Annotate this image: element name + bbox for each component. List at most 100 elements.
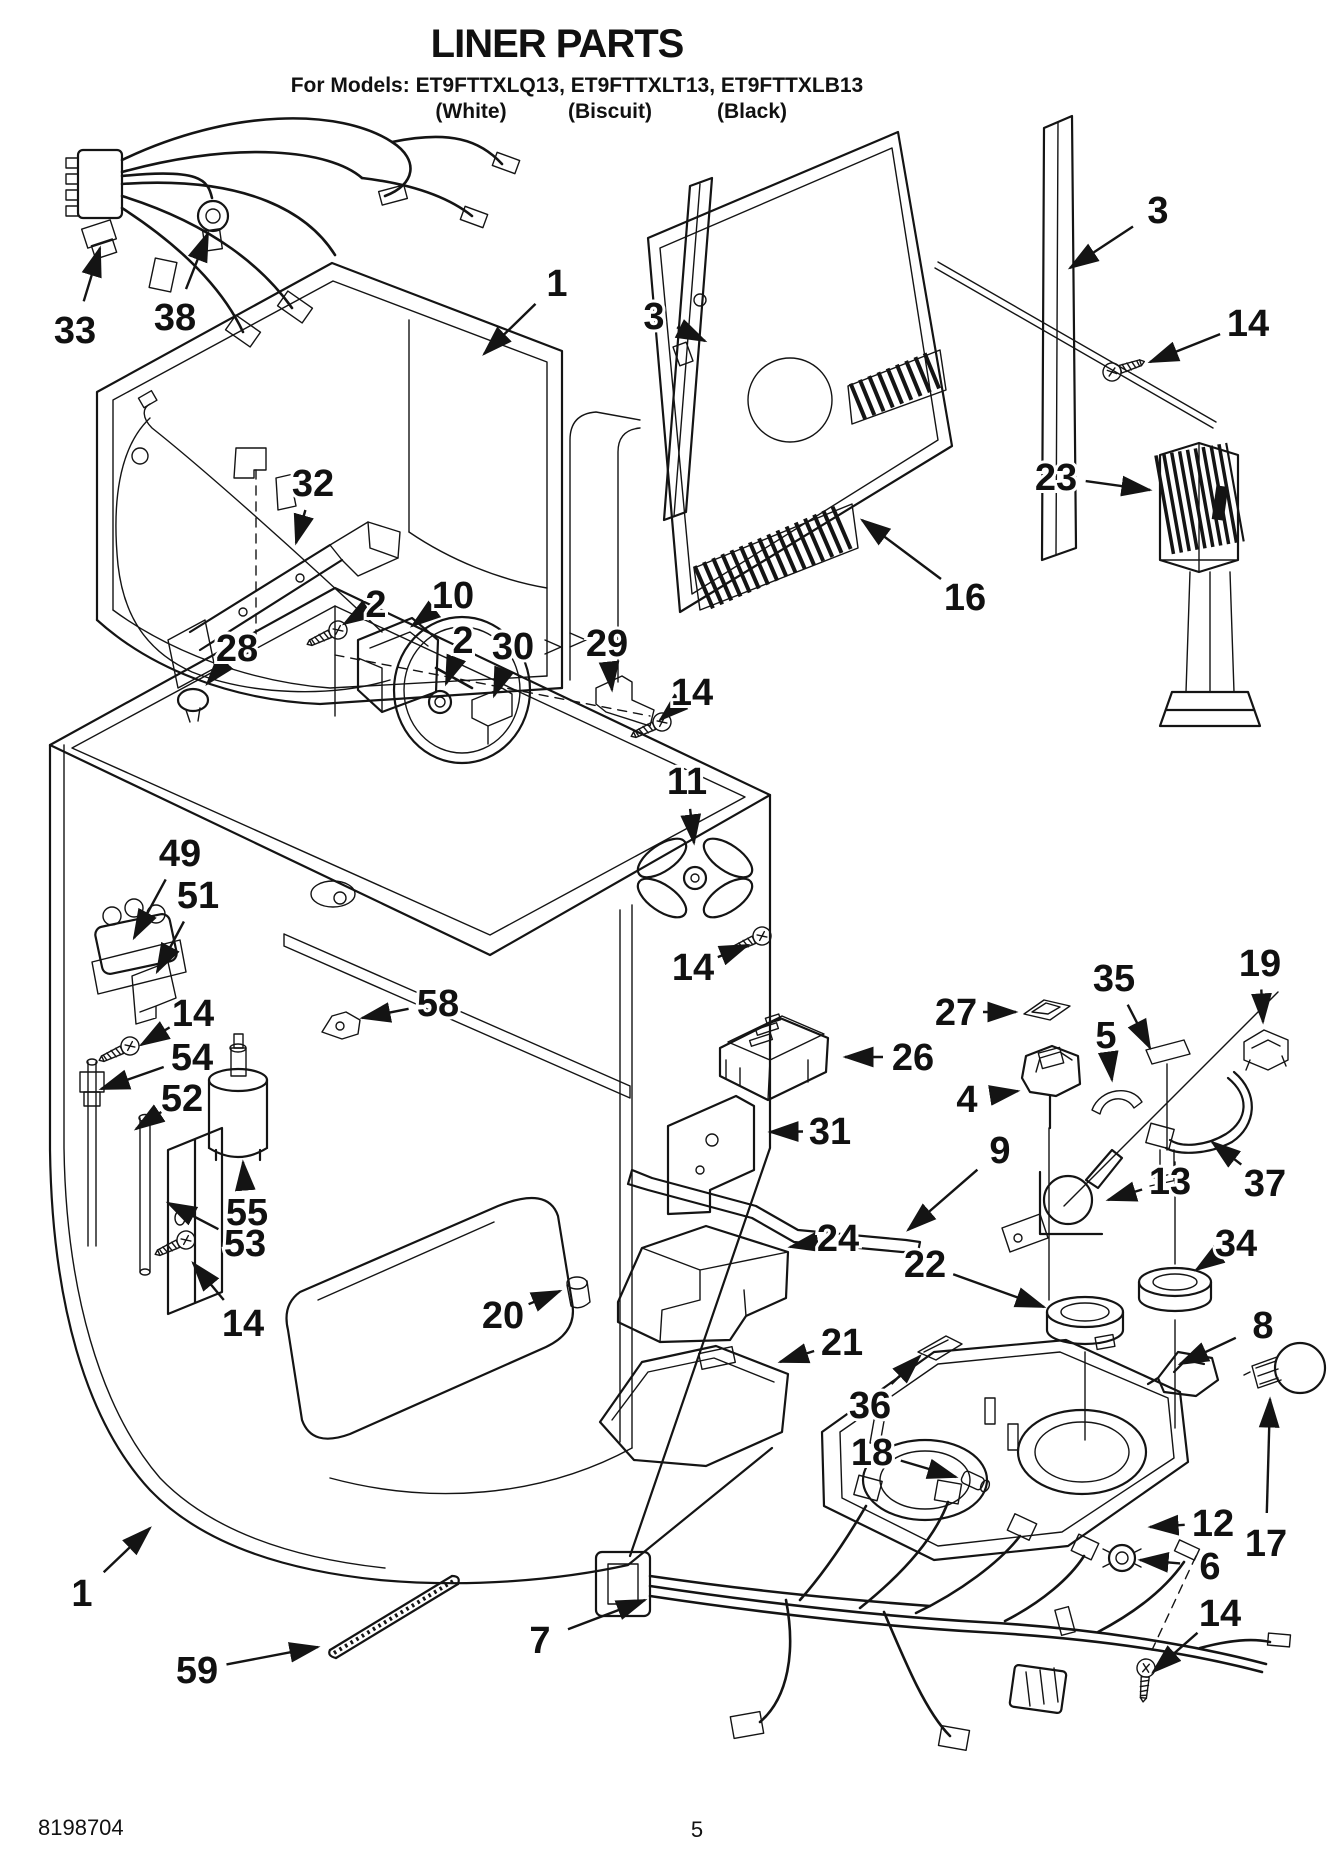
left-column-parts-drawing-shape: [139, 1268, 151, 1276]
basin-drawing: [820, 1333, 1190, 1704]
callout-label: 36: [849, 1385, 891, 1427]
basin-drawing-shape: [1133, 1657, 1157, 1704]
lower-liner-drawing-shape: [285, 1196, 575, 1440]
lower-liner-drawing-shape: [333, 891, 347, 905]
callout-label: 3: [1147, 190, 1168, 232]
lamp-parts-drawing-shape: [1137, 1280, 1213, 1313]
callout-23: 23: [1032, 454, 1153, 502]
upper-liner-drawing-shape: [275, 471, 309, 511]
lamp-parts-drawing-shape: [1013, 1233, 1023, 1243]
left-column-parts-drawing-shape: [229, 1043, 247, 1053]
callout-label: 14: [672, 947, 714, 989]
callout-label: 28: [216, 628, 258, 670]
callout-label: 35: [1093, 958, 1135, 1000]
callout-label: 3: [643, 296, 664, 338]
damper-drawing-shape: [1158, 690, 1262, 728]
top-harness-drawing-shape: [120, 194, 294, 310]
callout-arrow: [1177, 1336, 1237, 1366]
top-harness-drawing: [65, 117, 521, 348]
bottom-harness-drawing-shape: [1008, 1664, 1068, 1714]
callout-19: 19: [1236, 940, 1284, 1025]
color-variant-biscuit: (Biscuit): [568, 100, 652, 123]
center-parts-drawing-shape: [611, 1357, 775, 1421]
thermostat-cluster-drawing-shape: [367, 521, 399, 559]
lamp-parts-drawing-shape: [1243, 1356, 1282, 1389]
bottom-harness-drawing-shape: [937, 1725, 971, 1751]
upper-liner-drawing-shape: [408, 531, 548, 589]
top-harness-drawing-shape: [65, 157, 79, 217]
callout-arrow: [1251, 989, 1272, 1025]
left-column-parts-drawing-shape: [207, 1078, 269, 1162]
center-parts-drawing-shape: [727, 1015, 825, 1101]
lamp-parts-drawing-shape: [1137, 1266, 1213, 1298]
top-harness-drawing-shape: [90, 238, 118, 260]
callout-arrow: [1193, 1245, 1226, 1272]
callout-17: 17: [1242, 1396, 1290, 1568]
callout-arrow: [184, 230, 210, 290]
lower-liner-drawing: [48, 586, 774, 1585]
center-parts-drawing-shape: [917, 1335, 963, 1361]
center-parts-drawing-shape: [626, 1168, 922, 1254]
callout-label: 51: [177, 875, 219, 917]
callout-59: 59: [173, 1642, 321, 1695]
left-column-parts-drawing-shape: [83, 1091, 101, 1107]
callout-arrow: [409, 600, 442, 628]
center-parts-drawing-shape: [725, 1059, 809, 1087]
basin-drawing-shape: [1094, 1333, 1116, 1351]
left-column-parts-drawing-shape: [94, 1033, 143, 1070]
bottom-harness-drawing-shape: [758, 1598, 792, 1724]
callout-14: 14: [1151, 1590, 1244, 1674]
callout-label: 17: [1245, 1523, 1287, 1565]
callout-label: 58: [417, 983, 459, 1025]
callout-2: 2: [444, 617, 477, 687]
bottom-harness-drawing-shape: [1006, 1513, 1038, 1541]
callout-11: 11: [664, 758, 710, 846]
upper-liner-drawing-shape: [115, 417, 391, 693]
callout-label: 53: [224, 1223, 266, 1265]
lamp-parts-drawing: [1001, 991, 1327, 1651]
lamp-parts-drawing-shape: [1045, 1295, 1125, 1329]
callout-label: 14: [1199, 1593, 1241, 1635]
left-column-parts-drawing-shape: [150, 1227, 199, 1264]
lamp-parts-drawing-shape: [1020, 1044, 1082, 1098]
top-harness-drawing-shape: [120, 172, 214, 200]
callout-label: 1: [71, 1573, 92, 1615]
lower-liner-drawing-shape: [63, 744, 386, 1569]
bottom-harness-drawing-shape: [1096, 1560, 1186, 1634]
callout-20: 20: [479, 1289, 563, 1340]
lamp-parts-drawing-shape: [1037, 1046, 1065, 1070]
callout-10: 10: [409, 572, 477, 628]
center-parts-drawing-shape: [616, 1224, 790, 1344]
callout-arrow: [1258, 1396, 1280, 1514]
callout-label: 1: [546, 263, 567, 305]
callout-arrow: [777, 1343, 815, 1364]
callout-label: 37: [1244, 1163, 1286, 1205]
top-harness-drawing-shape: [76, 148, 124, 220]
callout-21: 21: [777, 1319, 866, 1367]
callout-label: 52: [161, 1078, 203, 1120]
thermostat-cluster-drawing-shape: [569, 411, 641, 681]
left-column-parts-drawing-shape: [131, 961, 177, 1025]
thermostat-cluster-drawing-shape: [302, 617, 351, 654]
lamp-parts-drawing-shape: [1149, 1063, 1187, 1187]
callout-label: 34: [1215, 1223, 1257, 1265]
callout-1: 1: [482, 260, 571, 356]
callout-2: 2: [341, 581, 390, 629]
callout-label: 8: [1252, 1305, 1273, 1347]
callout-arrow: [132, 878, 167, 941]
callout-label: 18: [851, 1432, 893, 1474]
callout-label: 21: [821, 1322, 863, 1364]
evaporator-panel-drawing-shape: [693, 293, 707, 307]
lower-liner-drawing-shape: [48, 743, 774, 1585]
top-harness-drawing-shape: [196, 199, 230, 233]
lamp-parts-drawing-shape: [1151, 1555, 1197, 1651]
evaporator-panel-drawing-shape: [1040, 114, 1078, 562]
lamp-parts-drawing-shape: [1243, 1029, 1289, 1071]
thermostat-cluster-drawing-shape: [434, 696, 446, 708]
bottom-harness-drawing-shape: [853, 1474, 883, 1502]
thermostat-cluster-drawing-shape: [617, 427, 641, 683]
top-harness-drawing-shape: [360, 176, 474, 218]
document-number: 8198704: [38, 1815, 124, 1840]
lower-liner-drawing-shape: [619, 904, 633, 1449]
